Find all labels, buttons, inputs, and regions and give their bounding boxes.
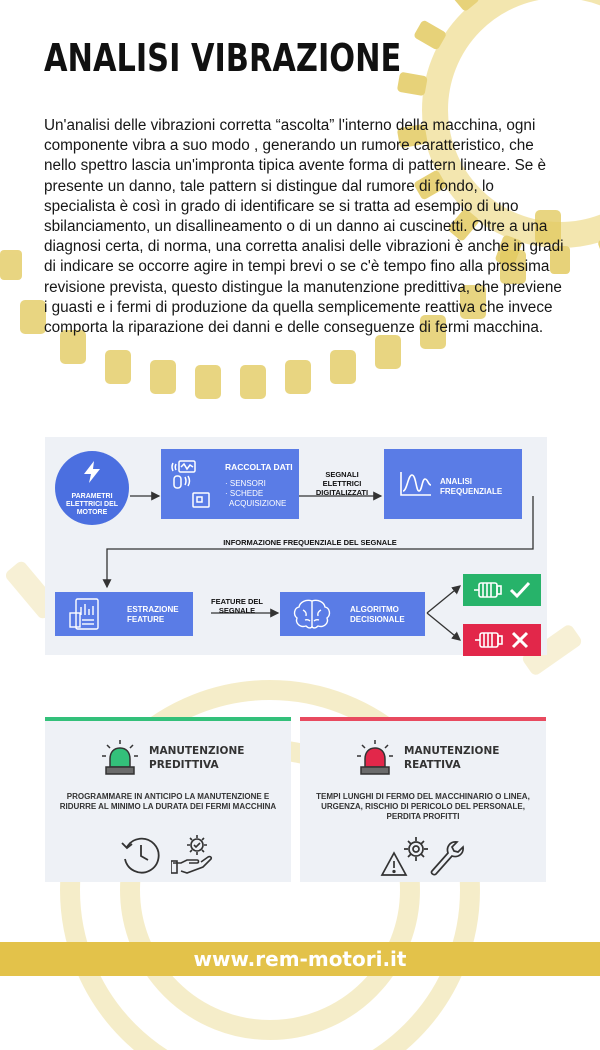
- reactive-description: TEMPI LUNGHI DI FERMO DEL MACCHINARIO O …: [316, 792, 530, 821]
- data-collection-item: ACQUISIZIONE: [225, 499, 287, 508]
- process-flow-diagram: PARAMETRI ELETTRICI DEL MOTORE RACCOLTA …: [45, 437, 547, 656]
- warning-tools-icon: [380, 837, 464, 876]
- feature-extraction-label: ESTRAZIONE FEATURE: [127, 605, 179, 624]
- green-siren-icon: [102, 740, 138, 775]
- predictive-description: PROGRAMMARE IN ANTICIPO LA MANUTENZIONE …: [59, 792, 277, 811]
- check-icon: [509, 581, 531, 599]
- motor-icon: [474, 582, 502, 598]
- page-title: ANALISI VIBRAZIONE: [44, 36, 402, 80]
- predictive-maintenance-card: MANUTENZIONE PREDITTIVA PROGRAMMARE IN A…: [45, 717, 291, 882]
- frequency-analysis-node: ANALISI FREQUENZIALE: [384, 449, 522, 519]
- motor-parameters-node: PARAMETRI ELETTRICI DEL MOTORE: [55, 451, 129, 525]
- frequency-analysis-label: ANALISI FREQUENZIALE: [440, 477, 503, 496]
- data-collection-title: RACCOLTA DATI: [225, 462, 293, 472]
- frequency-info-label: INFORMAZIONE FREQUENZIALE DEL SEGNALE: [223, 538, 397, 547]
- motor-parameters-label: PARAMETRI ELETTRICI DEL MOTORE: [65, 493, 119, 516]
- reactive-title: MANUTENZIONE REATTIVA: [404, 745, 500, 771]
- hand-gear-icon: [171, 835, 213, 874]
- clock-icon: [121, 837, 160, 874]
- data-collection-node: RACCOLTA DATI · SENSORI · SCHEDE ACQUISI…: [161, 449, 299, 519]
- website-url[interactable]: www.rem-motori.it: [193, 947, 407, 971]
- data-collection-item: · SENSORI: [225, 479, 266, 488]
- data-collection-items: · SENSORI · SCHEDE ACQUISIZIONE: [225, 479, 286, 509]
- chart-document-icon: [69, 598, 99, 630]
- motor-icon: [475, 632, 503, 648]
- decision-algorithm-node: ALGORITMO DECISIONALE: [280, 592, 425, 636]
- digital-signals-label: SEGNALI ELETTRICI DIGITALIZZATI: [315, 470, 369, 497]
- cross-icon: [511, 631, 529, 649]
- status-ok-box: [463, 574, 541, 606]
- reactive-accent-bar: [300, 717, 546, 721]
- feature-signal-label: FEATURE DEL SEGNALE: [211, 597, 263, 615]
- red-siren-icon: [357, 740, 393, 775]
- reactive-maintenance-card: MANUTENZIONE REATTIVA TEMPI LUNGHI DI FE…: [300, 717, 546, 882]
- data-collection-item: · SCHEDE: [225, 489, 264, 498]
- waveform-icon: [400, 472, 432, 496]
- sensor-icon: [171, 460, 210, 508]
- feature-extraction-node: ESTRAZIONE FEATURE: [55, 592, 193, 636]
- footer-banner: www.rem-motori.it: [0, 942, 600, 976]
- status-fail-box: [463, 624, 541, 656]
- predictive-accent-bar: [45, 717, 291, 721]
- predictive-title: MANUTENZIONE PREDITTIVA: [149, 745, 245, 771]
- intro-paragraph: Un'analisi delle vibrazioni corretta “as…: [44, 117, 564, 337]
- brain-icon: [293, 599, 331, 629]
- decision-algorithm-label: ALGORITMO DECISIONALE: [350, 605, 405, 624]
- lightning-icon: [84, 461, 100, 483]
